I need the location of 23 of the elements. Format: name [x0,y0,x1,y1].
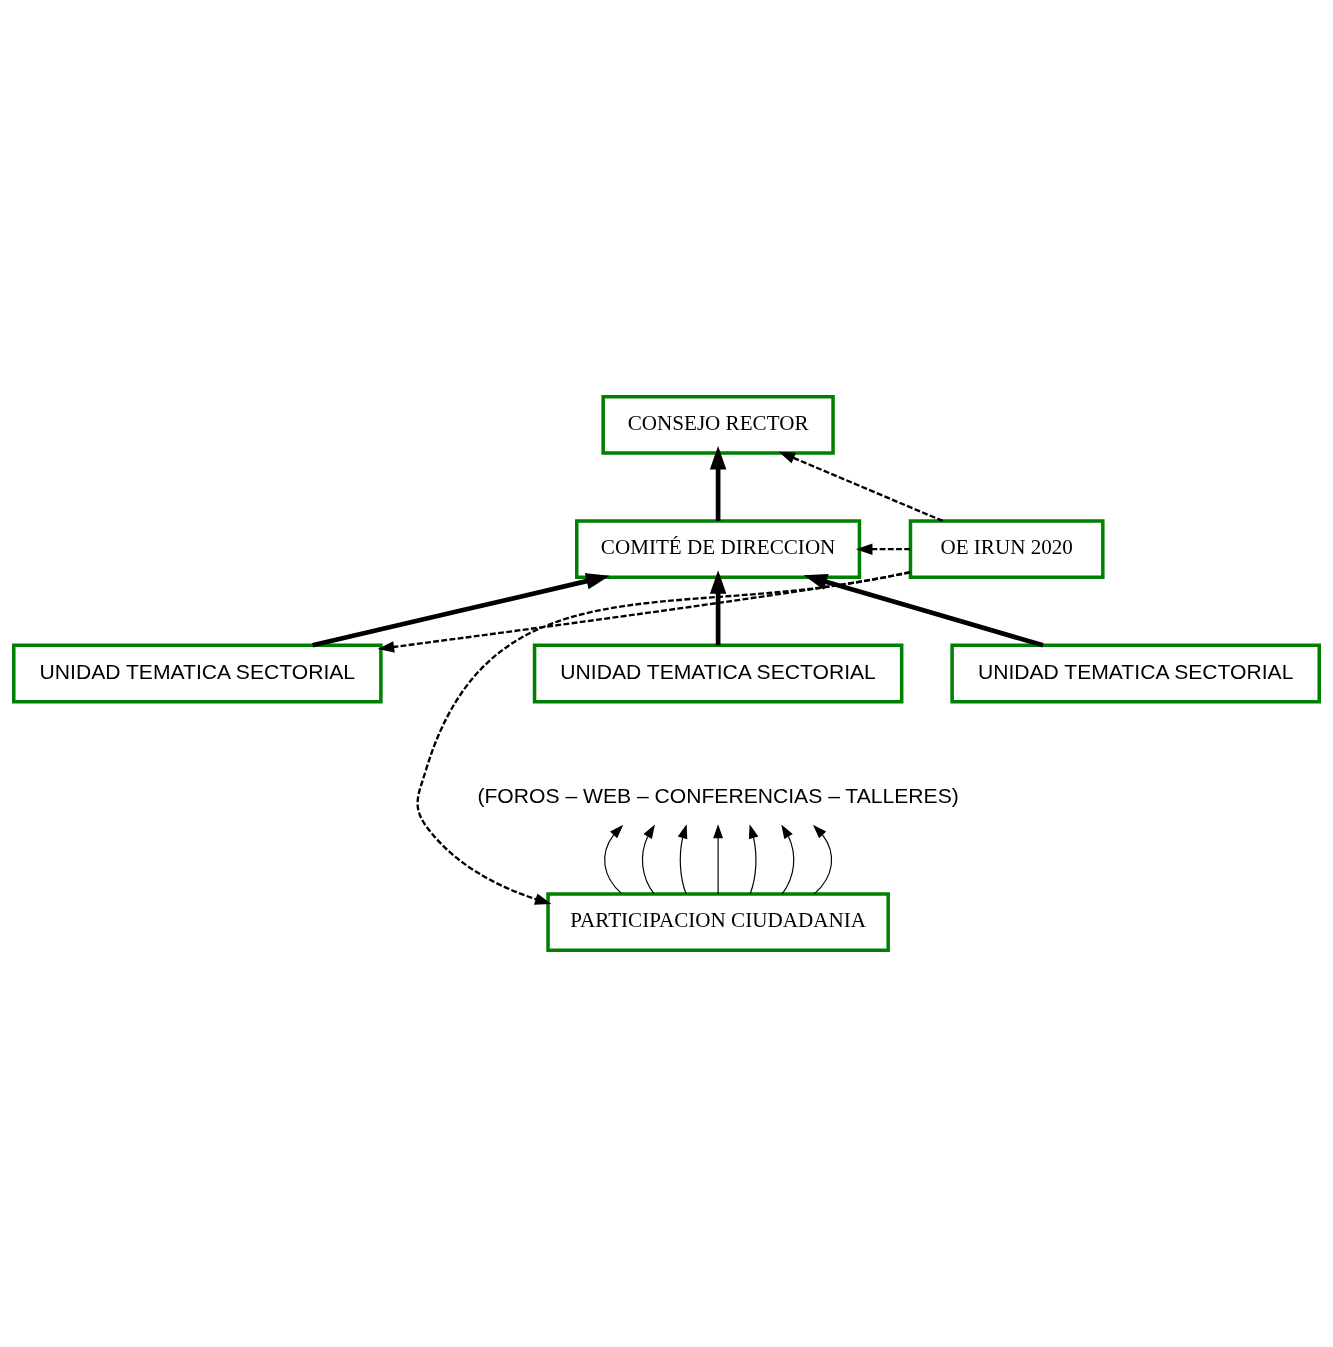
arrow [641,824,655,895]
arrow [709,445,727,521]
node-box: UNIDAD TEMATICA SECTORIAL [12,643,383,704]
node-text: (FOROS – WEB – CONFERENCIAS – TALLERES) [477,783,959,807]
node-box: COMITÉ DE DIRECCION [575,519,862,580]
arrow [856,543,911,555]
arrow [416,570,911,905]
arrow [781,824,795,895]
arrow [713,824,724,895]
arrow [748,824,759,895]
node-box: CONSEJO RECTOR [601,394,835,455]
arrow [377,571,911,653]
arrow [803,574,1044,648]
node-box: PARTICIPACION CIUDADANIA [546,892,890,953]
arrow [604,824,624,895]
arrow [778,451,944,522]
arrow [312,573,610,648]
node-box: UNIDAD TEMATICA SECTORIAL [532,643,904,704]
arrow [709,570,727,646]
arrow [677,824,688,895]
node-box: UNIDAD TEMATICA SECTORIAL [950,643,1321,704]
arrow [812,824,833,895]
node-box: OE IRUN 2020 [908,519,1105,580]
